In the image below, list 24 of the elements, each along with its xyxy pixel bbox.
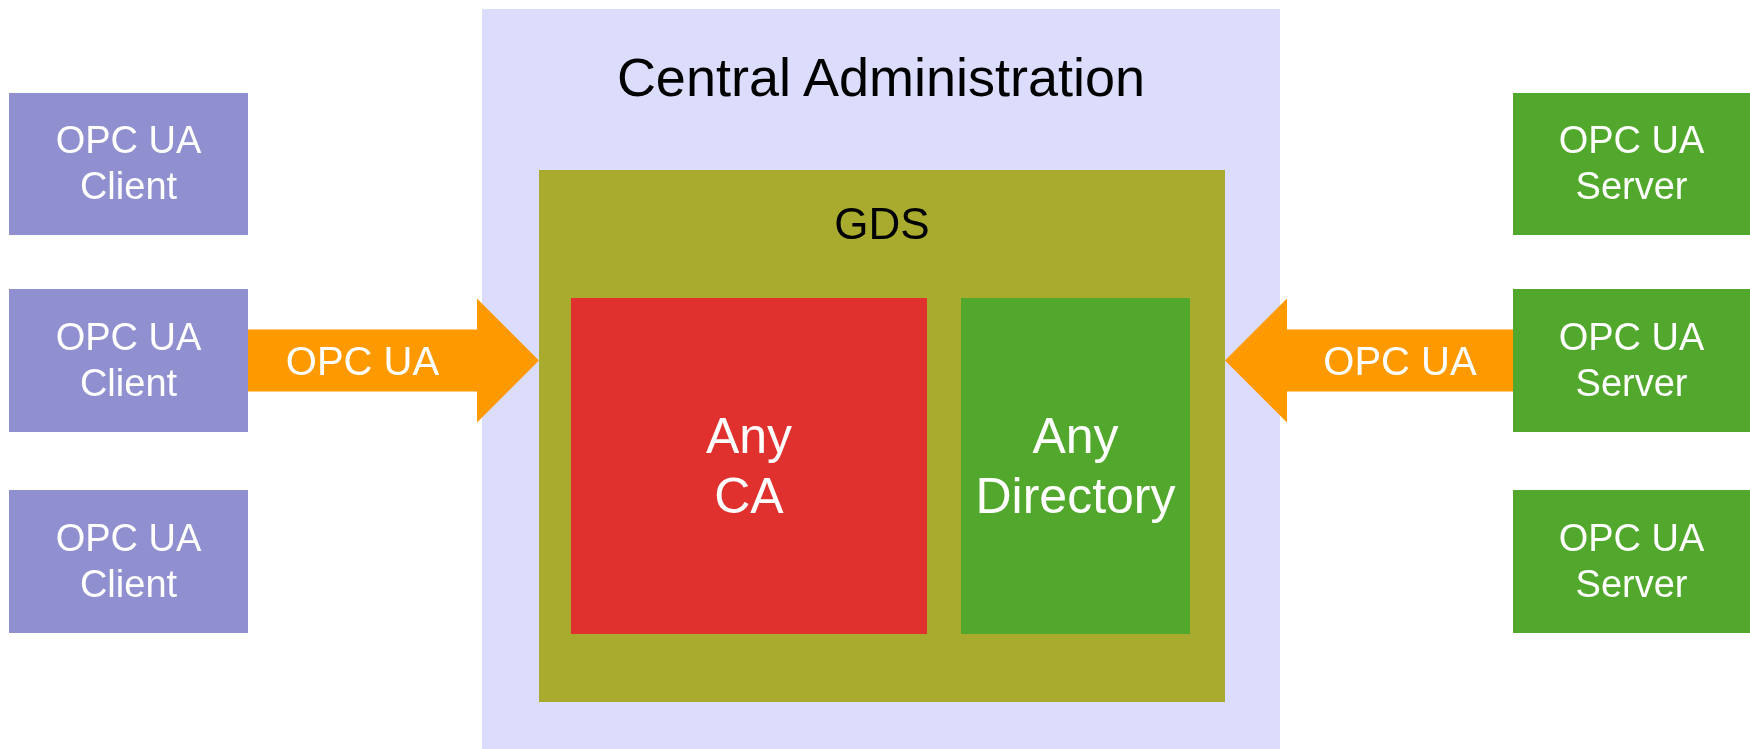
edge-label: OPC UA: [285, 338, 440, 383]
ca-box: [571, 298, 927, 634]
box-label: OPC UA Server: [1557, 118, 1706, 209]
directory-box: [961, 298, 1190, 634]
client-box: [9, 93, 248, 235]
server-box: [1513, 490, 1750, 633]
administration-panel: [482, 9, 1280, 749]
box-label: Any Directory: [974, 407, 1177, 526]
box-label: OPC UA Server: [1557, 515, 1706, 607]
server-box: [1513, 93, 1750, 235]
client-box: [9, 490, 248, 633]
heading: GDS: [834, 198, 930, 250]
edge-label: OPC UA: [1323, 338, 1477, 383]
box-label: OPC UA Server: [1557, 314, 1706, 406]
box-label: OPC UA Client: [54, 314, 203, 406]
box-label: OPC UA Client: [54, 118, 203, 209]
box-label: OPC UA Client: [54, 515, 203, 607]
block-arrow: [1225, 298, 1513, 423]
block-arrow: [248, 298, 539, 423]
gds-box: [539, 170, 1225, 702]
box-label: Any CA: [704, 407, 794, 526]
client-box: [9, 289, 248, 432]
server-box: [1513, 289, 1750, 432]
heading: Central Administration: [616, 46, 1146, 109]
